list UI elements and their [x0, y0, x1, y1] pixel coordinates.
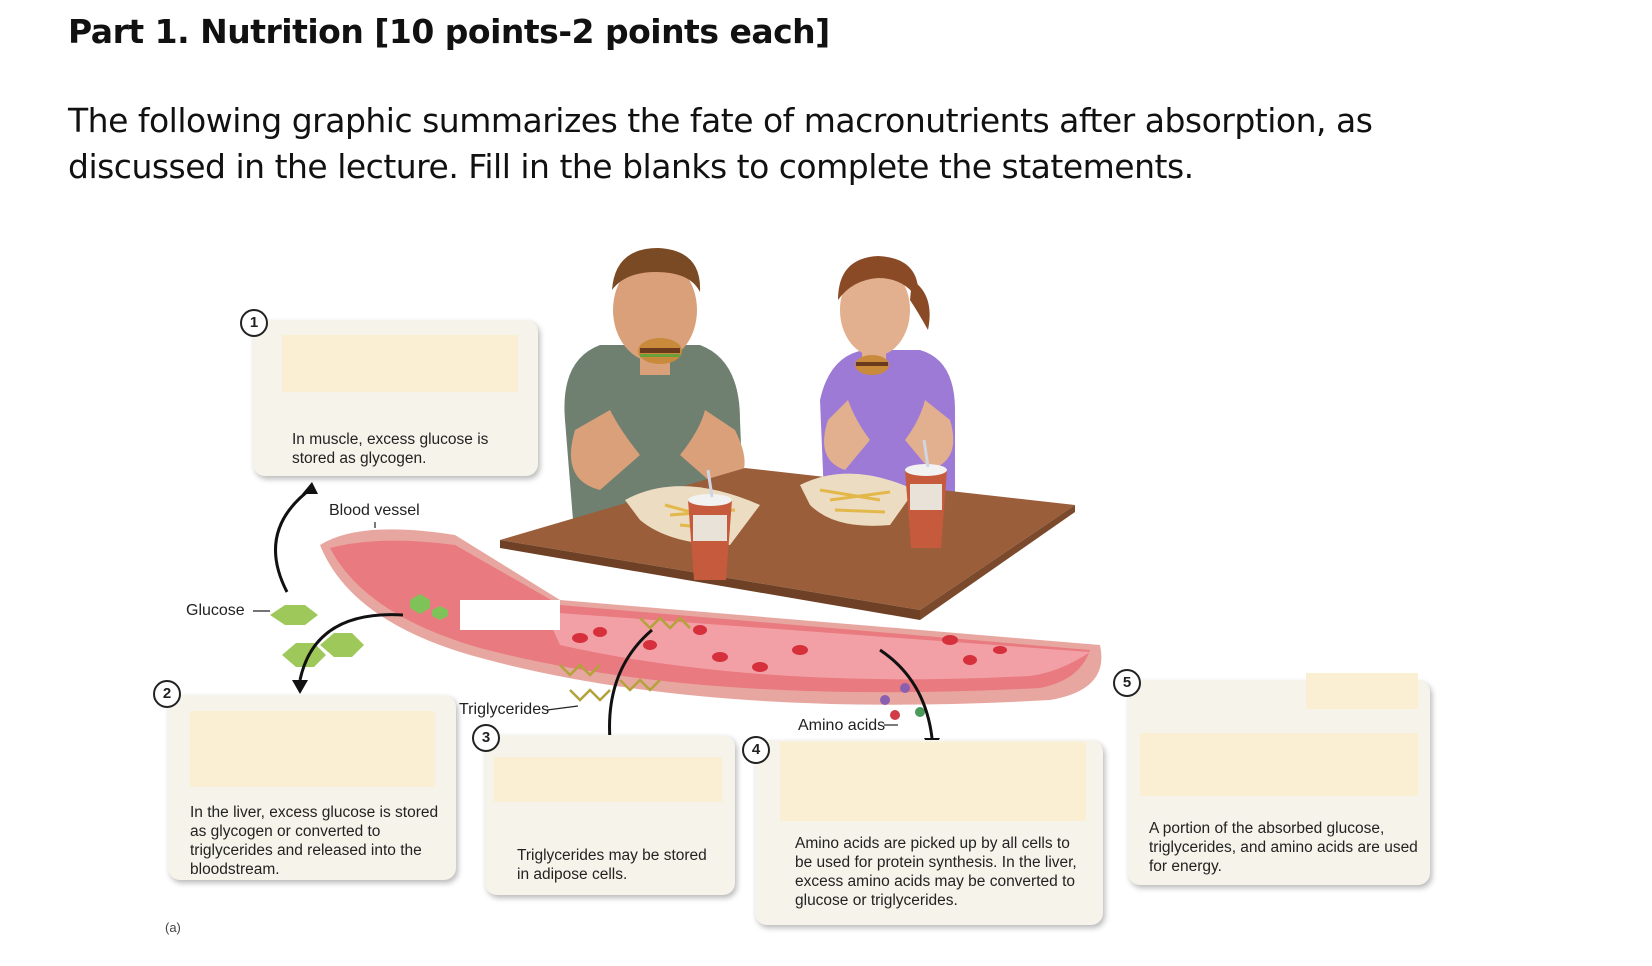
man-figure — [564, 248, 745, 545]
page-heading: Part 1. Nutrition [10 points-2 points ea… — [68, 12, 830, 51]
panel-label: (a) — [165, 920, 181, 935]
blood-vessel — [320, 529, 1102, 720]
blood-vessel-label: Blood vessel — [329, 502, 420, 519]
step-5-blank-top[interactable] — [1306, 673, 1418, 709]
step-2-blank[interactable] — [190, 711, 435, 787]
step-5-blank[interactable] — [1140, 733, 1418, 796]
step-2-marker: 2 — [153, 680, 181, 708]
step-3-blank[interactable] — [494, 757, 722, 802]
step-4-blank[interactable] — [780, 742, 1086, 821]
intro-paragraph: The following graphic summarizes the fat… — [68, 101, 1373, 186]
glucose-label: Glucose — [186, 602, 245, 619]
step-4-caption: Amino acids are picked up by all cells t… — [795, 835, 1077, 909]
cup-left — [688, 469, 732, 580]
step-1-caption: In muscle, excess glucose is stored as g… — [292, 431, 489, 467]
step-2-caption: In the liver, excess glucose is stored a… — [190, 804, 439, 878]
step-5-marker: 5 — [1113, 669, 1141, 697]
amino-acids-label: Amino acids — [798, 717, 886, 734]
cup-right — [905, 439, 947, 548]
vessel-blank[interactable] — [460, 600, 560, 630]
triglycerides-label: Triglycerides — [459, 701, 550, 718]
step-3-caption: Triglycerides may be stored in adipose c… — [517, 847, 707, 883]
step-4-marker: 4 — [742, 736, 770, 764]
step-5-caption: A portion of the absorbed glucose, trigl… — [1149, 820, 1418, 875]
step-1-blank[interactable] — [282, 335, 518, 392]
step-1-marker: 1 — [240, 309, 268, 337]
step-3-marker: 3 — [472, 724, 500, 752]
